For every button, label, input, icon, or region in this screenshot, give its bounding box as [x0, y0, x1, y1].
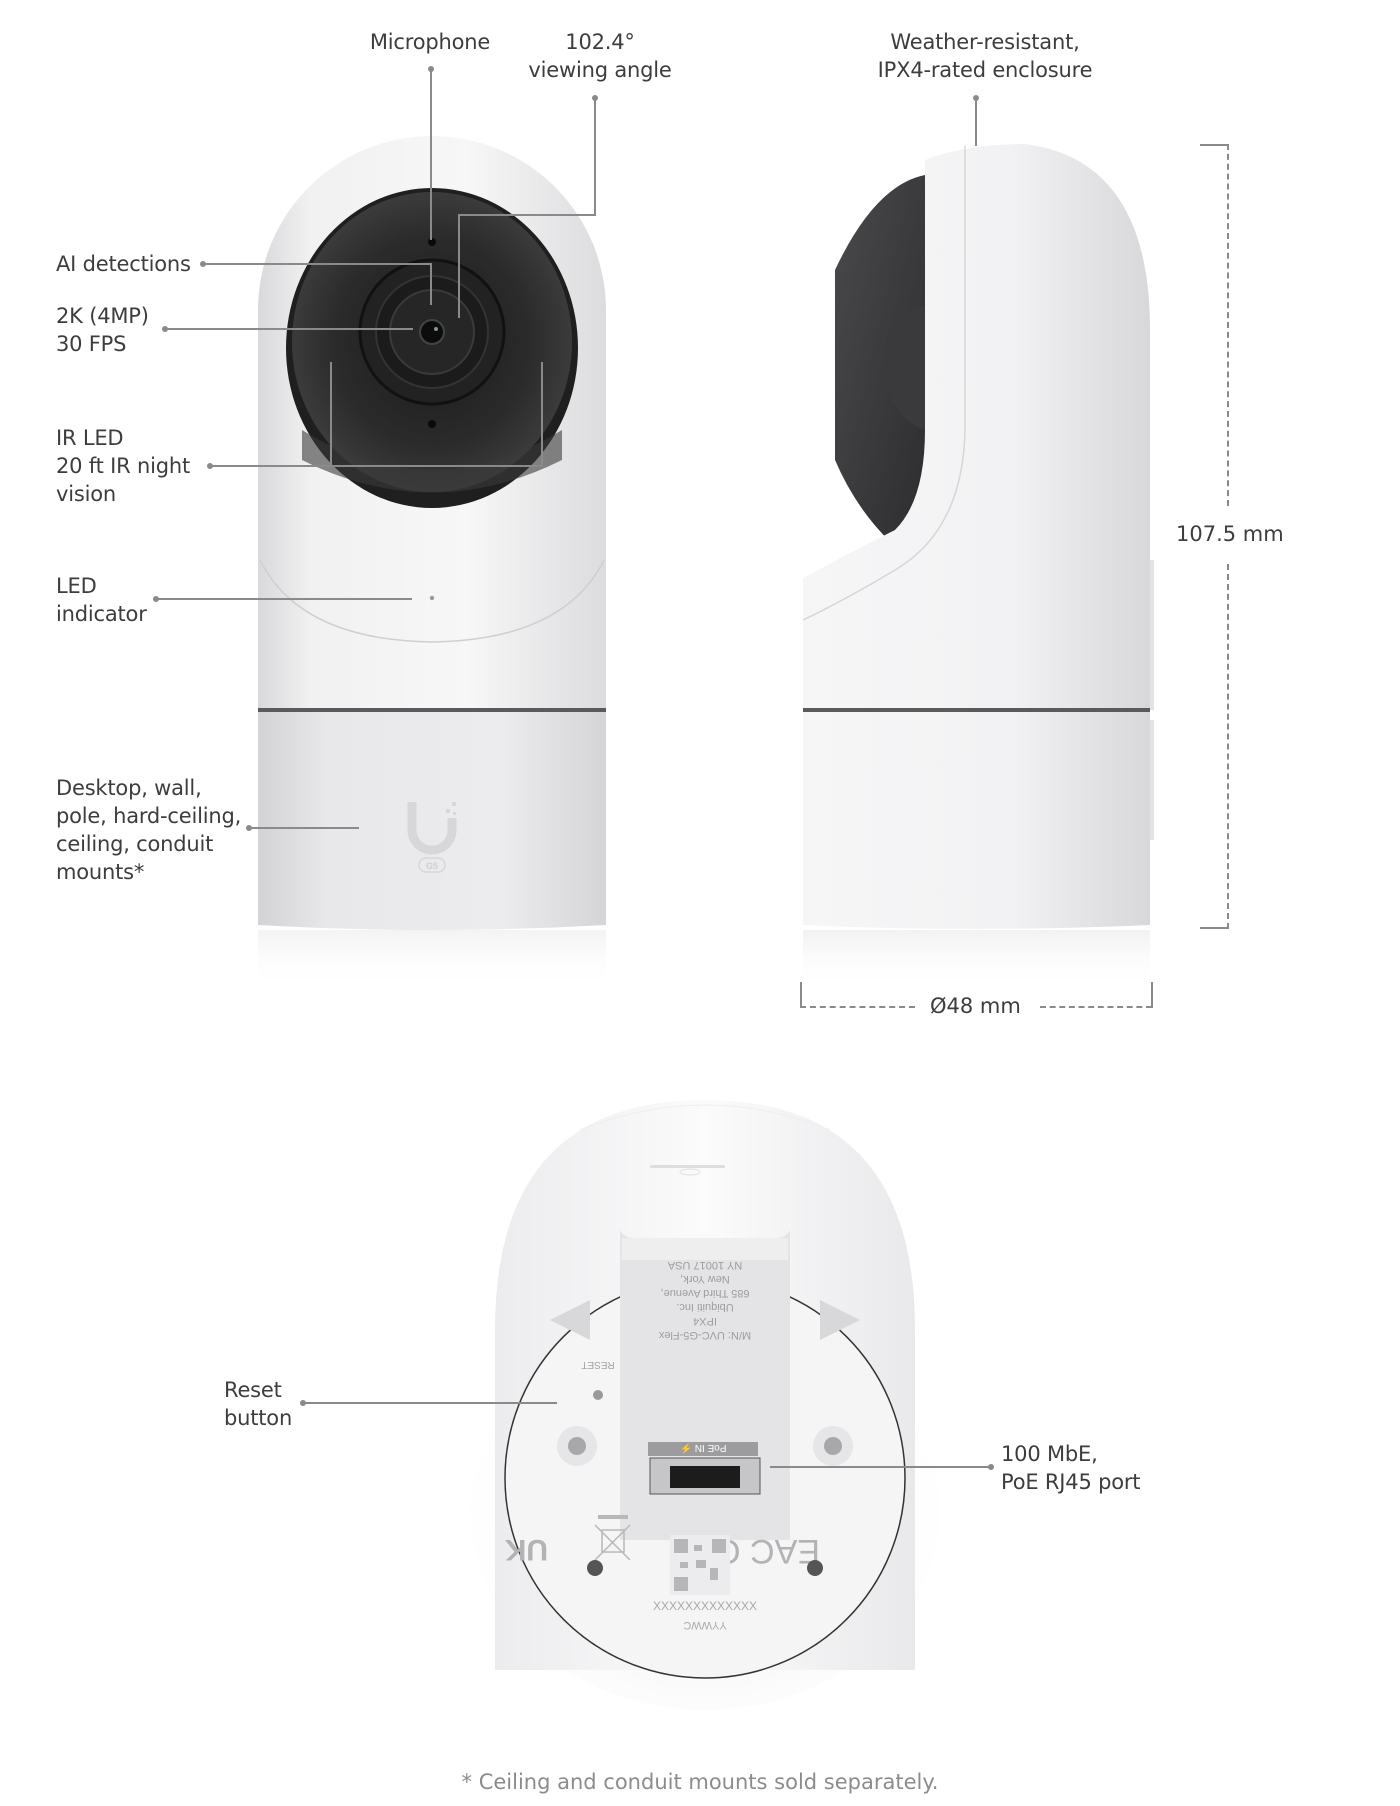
svg-text:UK: UK: [504, 1533, 548, 1566]
microphone-label: Microphone: [369, 30, 491, 54]
svg-text:M/N: UVC-G5-Flex: M/N: UVC-G5-Flex: [658, 1329, 751, 1341]
callout-line: [541, 362, 543, 466]
svg-text:New York,: New York,: [680, 1273, 730, 1285]
height-value: 107.5 mm: [1176, 522, 1284, 546]
callout-dot: [988, 1464, 994, 1470]
callout-line: [249, 827, 359, 829]
callout-line: [594, 98, 596, 215]
svg-text:PoE IN ⚡: PoE IN ⚡: [680, 1442, 727, 1455]
bottom-camera-image: RESET M/N: UVC-G5-Flex IPX4 Ubiquiti Inc…: [470, 1100, 940, 1710]
svg-text:685 Third Avenue,: 685 Third Avenue,: [661, 1287, 750, 1299]
enclosure-label: Weather-resistant, IPX4-rated enclosure: [877, 30, 1093, 82]
callout-line: [458, 214, 460, 318]
callout-line: [975, 98, 977, 146]
reset-button-label: Reset button: [224, 1378, 293, 1430]
callout-line: [430, 69, 432, 240]
callout-line: [156, 598, 412, 600]
side-camera-image: [802, 144, 1154, 990]
callout-line: [210, 465, 543, 467]
callout-line: [458, 214, 596, 216]
callout-line: [303, 1402, 557, 1404]
led-indicator-label: LED indicator: [56, 574, 147, 626]
mounts-label: Desktop, wall, pole, hard-ceiling, ceili…: [56, 776, 242, 884]
ir-led-label: IR LED 20 ft IR night vision: [56, 426, 191, 506]
height-dimension: [1200, 144, 1230, 929]
callout-line: [430, 263, 432, 305]
footnote: * Ceiling and conduit mounts sold separa…: [461, 1770, 939, 1794]
svg-text:XXXXXXXXXXXXX: XXXXXXXXXXXXX: [653, 1599, 757, 1613]
diameter-value: Ø48 mm: [930, 994, 1021, 1018]
callout-line: [165, 328, 413, 330]
front-camera-image: G5: [258, 136, 606, 990]
callout-line: [203, 263, 432, 265]
svg-text:Ubiquiti Inc.: Ubiquiti Inc.: [676, 1301, 733, 1313]
callout-line: [330, 362, 332, 466]
viewing-angle-label: 102.4° viewing angle: [528, 30, 672, 82]
svg-text:RESET: RESET: [581, 1359, 614, 1370]
diameter-dimension: [800, 982, 1153, 1012]
svg-text:IPX4: IPX4: [693, 1315, 717, 1327]
svg-text:YYWWC: YYWWC: [683, 1619, 726, 1631]
ai-detections-label: AI detections: [56, 252, 191, 276]
poe-port-label: 100 MbE, PoE RJ45 port: [1001, 1442, 1141, 1494]
svg-text:G5: G5: [426, 861, 438, 871]
resolution-label: 2K (4MP) 30 FPS: [56, 304, 149, 356]
callout-line: [770, 1466, 990, 1468]
svg-text:NY 10017 USA: NY 10017 USA: [667, 1259, 742, 1271]
